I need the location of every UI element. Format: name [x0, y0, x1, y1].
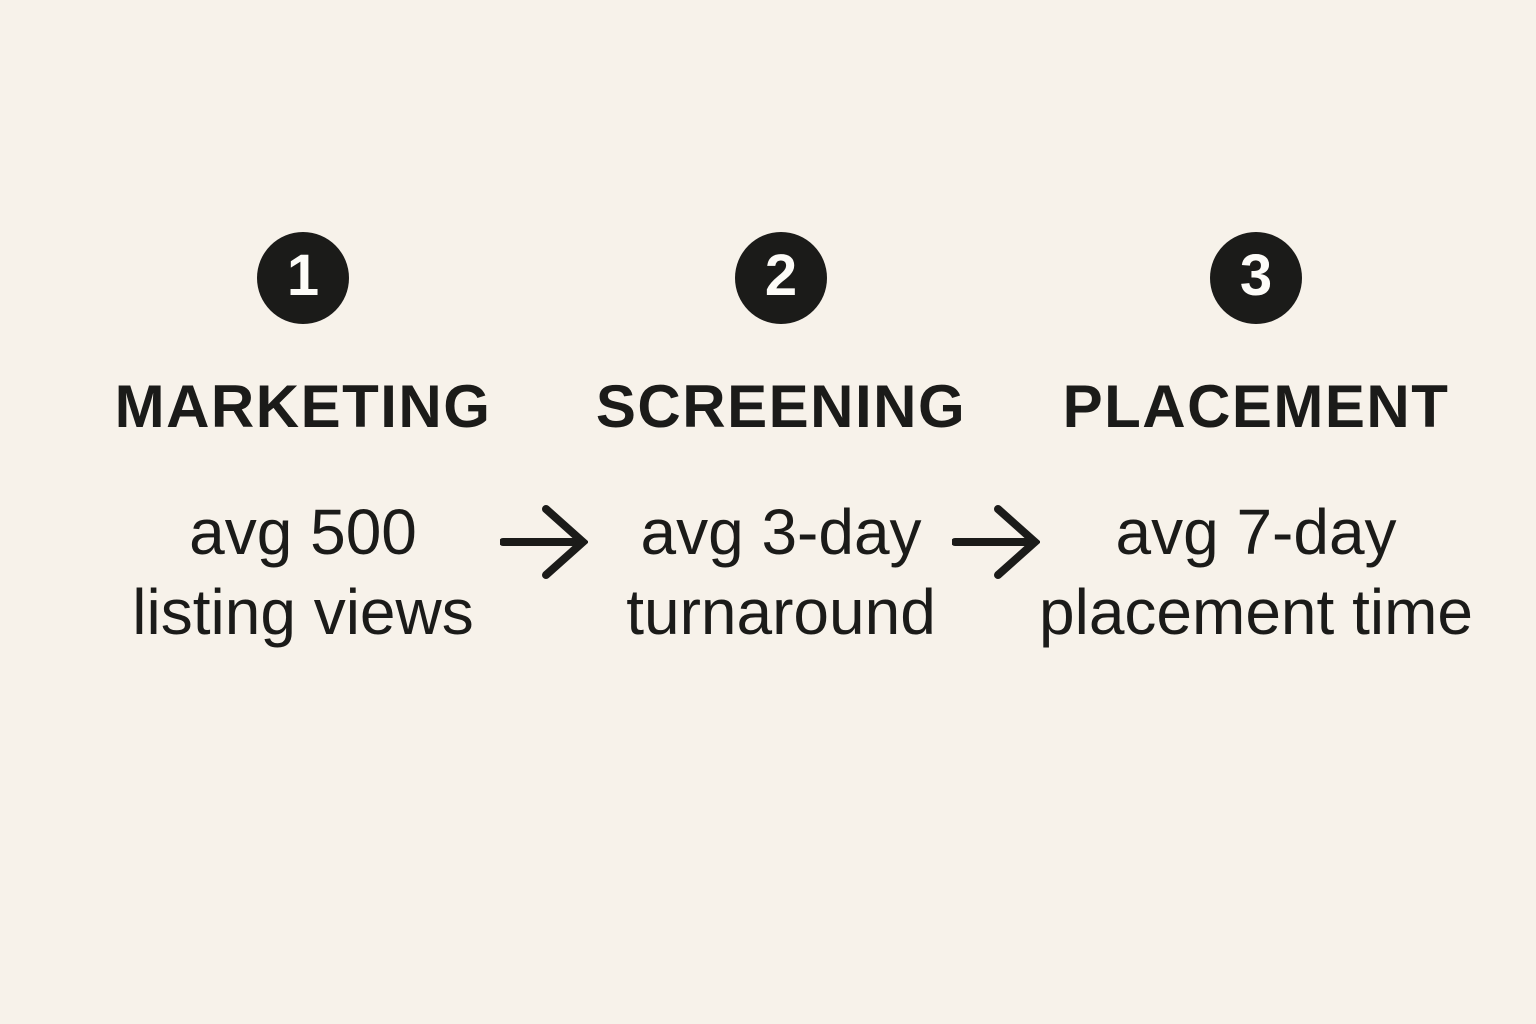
step-description-line1: avg 3-day: [640, 496, 922, 568]
step-description-line2: listing views: [132, 576, 474, 648]
step-number-3: 3: [1239, 243, 1273, 308]
step-title-marketing: MARKETING: [114, 373, 492, 440]
step-description-line2: turnaround: [626, 576, 936, 648]
step-title-placement: PLACEMENT: [1062, 373, 1450, 440]
step-description-line1: avg 7-day: [1115, 496, 1397, 568]
step-description-placement: avg 7-day placement time: [1039, 492, 1473, 652]
arrow-right-icon: [952, 504, 1040, 580]
step-placement: 3 PLACEMENT avg 7-day placement time: [1016, 232, 1496, 652]
step-number-1: 1: [286, 243, 320, 308]
step-number-2: 2: [764, 243, 798, 308]
step-number-badge-3: 3: [1210, 232, 1302, 324]
step-number-badge-2: 2: [735, 232, 827, 324]
step-description-marketing: avg 500 listing views: [132, 492, 473, 652]
step-screening: 2 SCREENING avg 3-day turnaround: [541, 232, 1021, 652]
step-description-line2: placement time: [1039, 576, 1473, 648]
step-marketing: 1 MARKETING avg 500 listing views: [63, 232, 543, 652]
arrow-right-icon: [500, 504, 588, 580]
step-number-badge-1: 1: [257, 232, 349, 324]
step-description-screening: avg 3-day turnaround: [626, 492, 936, 652]
step-title-screening: SCREENING: [595, 373, 967, 440]
step-description-line1: avg 500: [189, 496, 417, 568]
